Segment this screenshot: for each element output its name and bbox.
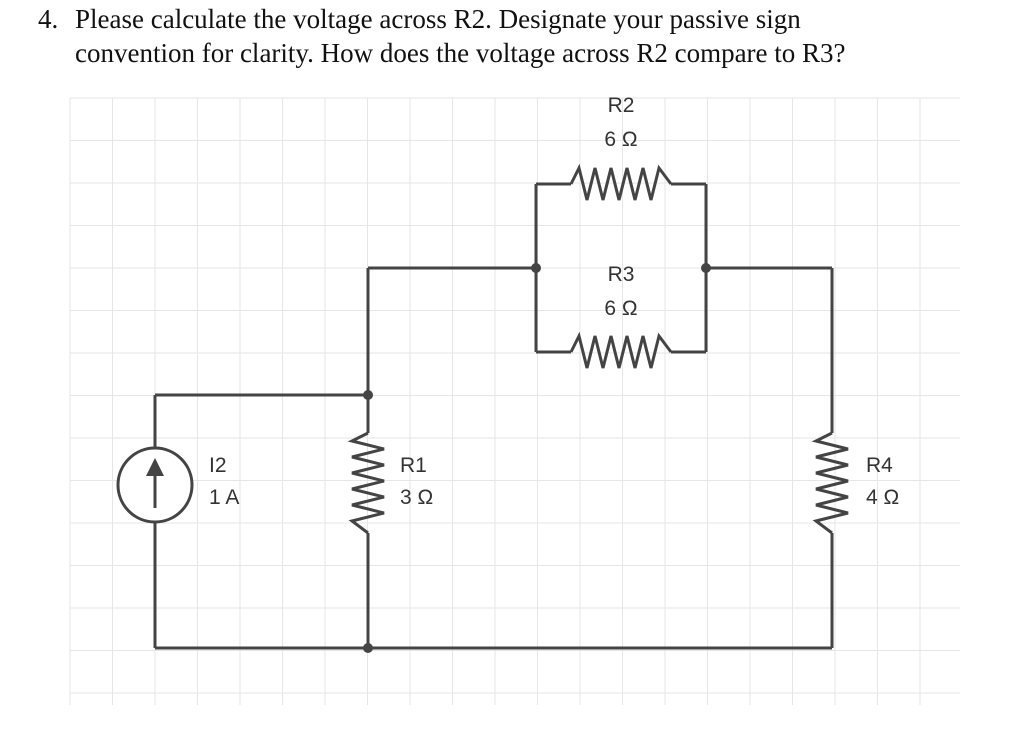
question-line-2: convention for clarity. How does the vol… bbox=[75, 38, 846, 68]
r3-resistor-symbol bbox=[569, 331, 673, 369]
junctions bbox=[363, 263, 711, 653]
r4-resistor-symbol bbox=[811, 431, 849, 535]
up-arrow-icon bbox=[146, 458, 164, 476]
r3-value-label: 6 Ω bbox=[604, 297, 637, 320]
i2-name-label: I2 bbox=[209, 454, 227, 477]
question-text: 4. Please calculate the voltage across R2… bbox=[38, 2, 998, 70]
r1-resistor-symbol bbox=[347, 431, 385, 535]
grid-background bbox=[69, 97, 960, 705]
r2-value-label: 6 Ω bbox=[604, 128, 637, 151]
question-line-1-text: Please calculate the voltage across R2. … bbox=[75, 4, 801, 34]
junction-dot bbox=[363, 390, 373, 400]
r3-name-label: R3 bbox=[608, 263, 635, 286]
question-line-1: 4. Please calculate the voltage across R2… bbox=[38, 2, 998, 36]
r1-value-label: 3 Ω bbox=[400, 486, 433, 509]
i2-value-label: 1 A bbox=[209, 486, 239, 509]
r2-resistor-symbol bbox=[569, 163, 673, 201]
junction-dot bbox=[701, 263, 711, 273]
current-source-symbol bbox=[116, 446, 194, 524]
r2-name-label: R2 bbox=[608, 94, 635, 117]
question-number: 4. bbox=[38, 4, 59, 34]
r4-value-label: 4 Ω bbox=[866, 486, 899, 509]
r1-name-label: R1 bbox=[400, 454, 427, 477]
junction-dot bbox=[531, 263, 541, 273]
r4-name-label: R4 bbox=[866, 454, 893, 477]
circuit-wires bbox=[153, 182, 834, 650]
junction-dot bbox=[363, 643, 373, 653]
